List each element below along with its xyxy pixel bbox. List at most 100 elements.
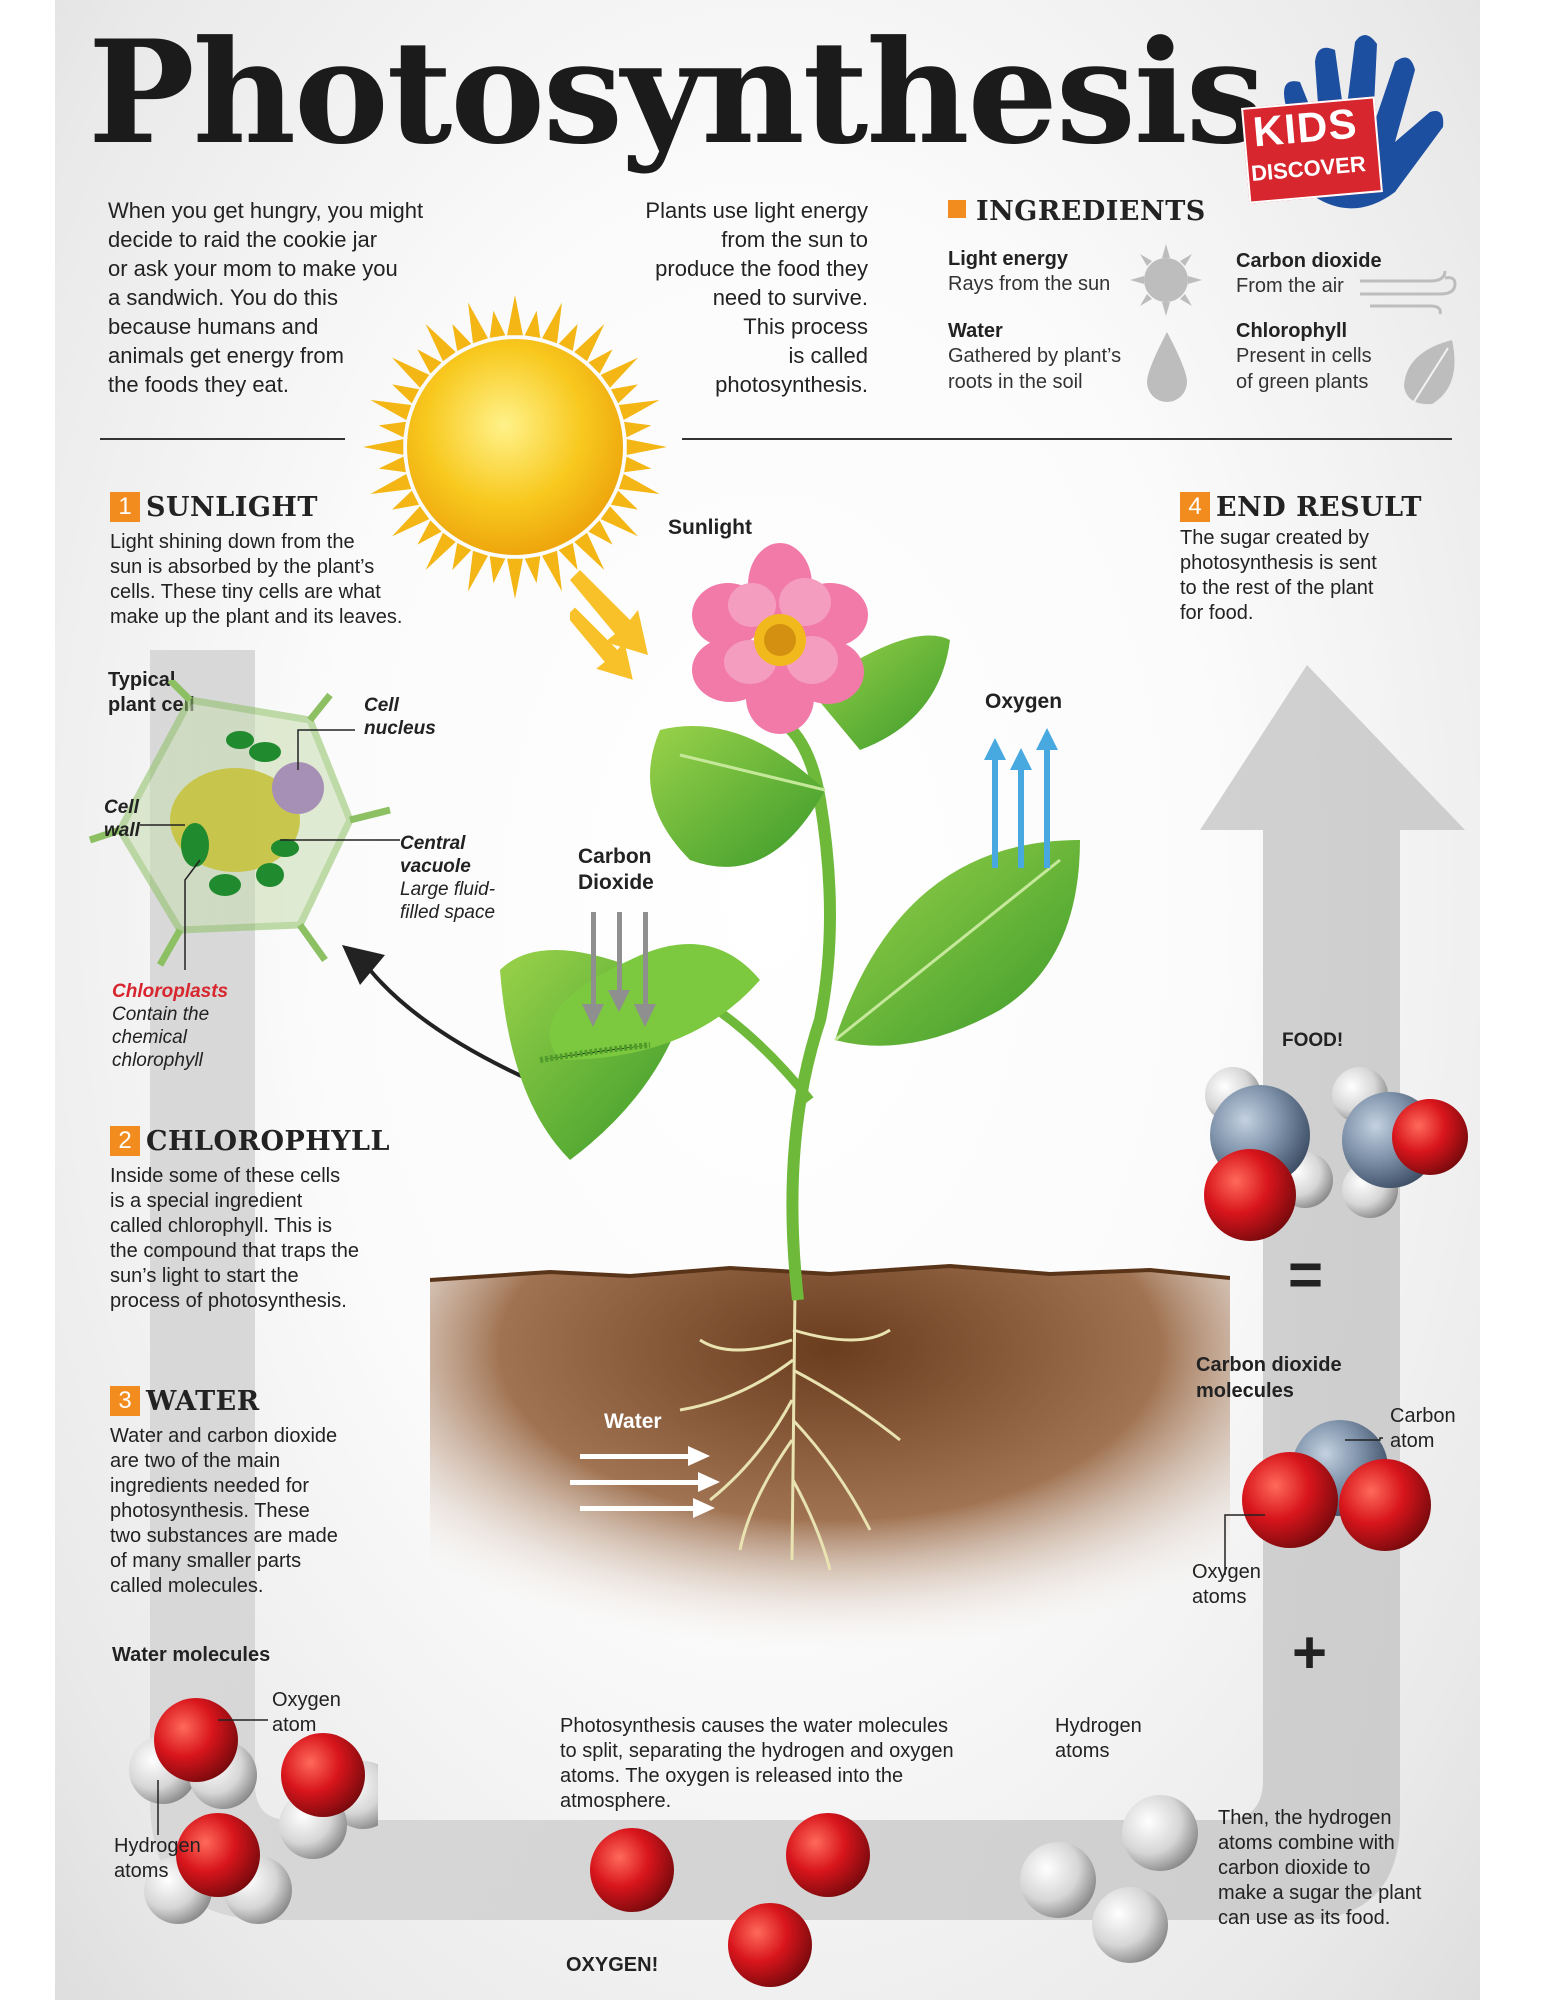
cell-nucleus-label: Cell nucleus (364, 695, 436, 739)
sun-ray (489, 310, 506, 338)
kids-discover-logo: KIDS DISCOVER (1241, 22, 1455, 212)
water-molecules-illustration (129, 1698, 378, 1924)
ingredient-light: Light energy Rays from the sun (948, 248, 1111, 295)
sun-ray (489, 556, 506, 584)
food-label: FOOD! (1282, 1030, 1344, 1051)
sun-ray (378, 421, 406, 438)
co2-molecule-illustration (1224, 1420, 1431, 1575)
page-title: Photosynthesis (88, 10, 1266, 176)
sun-ray (468, 302, 488, 344)
sunlight-arrows (570, 570, 648, 680)
intro-left-line: or ask your mom to make you (108, 256, 398, 281)
carbon-atom-label: Carbon atom (1390, 1405, 1456, 1452)
sun-ray (392, 384, 420, 404)
sun-ray (370, 474, 412, 494)
sun-ray (425, 532, 456, 570)
step-1-text: Light shining down from the sun is absor… (110, 531, 403, 628)
combine-text: Then, the hydrogen atoms combine with ca… (1218, 1807, 1422, 1929)
intro-right: Plants use light energy from the sun to … (600, 196, 868, 399)
oxygen-release-label: OXYGEN! (566, 1954, 659, 1976)
sun-ray (588, 520, 613, 545)
equals-sign: = (1288, 1241, 1324, 1308)
sun-illustration (363, 295, 667, 599)
sun-ray (574, 324, 605, 362)
central-vacuole-label: Central vacuole Large fluid- filled spac… (400, 833, 496, 923)
intro-left-line: animals get energy from (108, 343, 344, 368)
sun-ray (417, 349, 442, 374)
leaf-icon (1404, 340, 1455, 409)
label-sunlight: Sunlight (668, 516, 752, 539)
sun-ray (610, 490, 638, 510)
sun-ray (468, 550, 488, 592)
sun-ray (542, 550, 562, 592)
sun-ray (425, 324, 456, 362)
ingredients-square-icon (948, 200, 966, 218)
divider-right (682, 438, 1452, 440)
sun-ray (558, 324, 578, 352)
intro-left: When you get hungry, you might decide to… (108, 196, 468, 399)
intro-left-line: decide to raid the cookie jar (108, 227, 378, 252)
plant-illustration (500, 543, 1080, 1571)
sun-ray (542, 302, 562, 344)
sun-ray-icon (1130, 244, 1202, 316)
carbon-dioxide-arrows (582, 912, 656, 1027)
water-drop-icon (1147, 332, 1187, 402)
sun-ray (392, 357, 430, 388)
sun-ray (370, 400, 412, 420)
sun-ray (524, 310, 541, 338)
intro-left-line: a sandwich. You do this (108, 285, 338, 310)
hydrogen-atoms-label: Hydrogen atoms (114, 1835, 201, 1882)
sun-ray (618, 474, 660, 494)
water-arrows (570, 1446, 720, 1518)
leaf-to-cell-arrow (342, 945, 531, 1082)
intro-right-line: Plants use light energy (645, 198, 868, 223)
co2-molecules-label: Carbon dioxide molecules (1196, 1354, 1342, 1402)
label-oxygen: Oxygen (985, 690, 1063, 713)
sun-ray (363, 439, 404, 455)
logo-line1: KIDS (1251, 99, 1360, 156)
sun-ray (600, 357, 638, 388)
sun-ray (626, 439, 667, 455)
chloroplasts-label: Chloroplasts Contain the chemical chloro… (112, 981, 229, 1071)
hydrogen-atoms-illustration (1020, 1795, 1198, 1963)
sun-ray (452, 542, 472, 570)
step-2-text: Inside some of these cells is a special … (110, 1165, 360, 1312)
label-water: Water (604, 1410, 662, 1433)
step-3-text: Water and carbon dioxide are two of the … (110, 1425, 338, 1597)
cell-title: Typical plant cell (108, 669, 195, 716)
food-molecule-illustration (1204, 1067, 1468, 1241)
intro-left-line: the foods they eat. (108, 372, 290, 397)
sun-ray (392, 506, 430, 537)
label-carbon-dioxide: Carbon Dioxide (578, 845, 654, 894)
sun-ray (574, 532, 605, 570)
intro-right-line: is called (788, 343, 868, 368)
sun-ray (588, 349, 613, 374)
sun-ray (452, 324, 472, 352)
step-4-text: The sugar created by photosynthesis is s… (1180, 527, 1377, 624)
hydrogen-atoms-mid-label: Hydrogen atoms (1055, 1715, 1142, 1762)
sun-ray (558, 542, 578, 570)
ingredients-heading: INGREDIENTS (948, 196, 1206, 227)
intro-left-line: When you get hungry, you might (108, 198, 424, 223)
intro-right-line: need to survive. (712, 285, 868, 310)
oxygen-arrows (984, 728, 1058, 868)
split-text: Photosynthesis causes the water molecule… (560, 1715, 954, 1812)
sun-ray (524, 556, 541, 584)
sun-ray (392, 490, 420, 510)
water-molecules-label: Water molecules (112, 1644, 271, 1666)
sun-ray (618, 400, 660, 420)
sun-ray (417, 520, 442, 545)
oxygen-atoms-label: Oxygen atoms (1192, 1561, 1261, 1608)
ingredient-co2: Carbon dioxide From the air (1236, 250, 1382, 297)
sun-ray (378, 456, 406, 473)
divider-left (100, 438, 345, 440)
intro-left-line: because humans and (108, 314, 319, 339)
oxygen-atoms-released (590, 1813, 870, 1987)
sun-ray (600, 506, 638, 537)
sun-ray (624, 421, 652, 438)
ingredient-water: Water Gathered by plant’s roots in the s… (948, 320, 1122, 393)
cell-wall-label: Cell wall (104, 797, 140, 841)
